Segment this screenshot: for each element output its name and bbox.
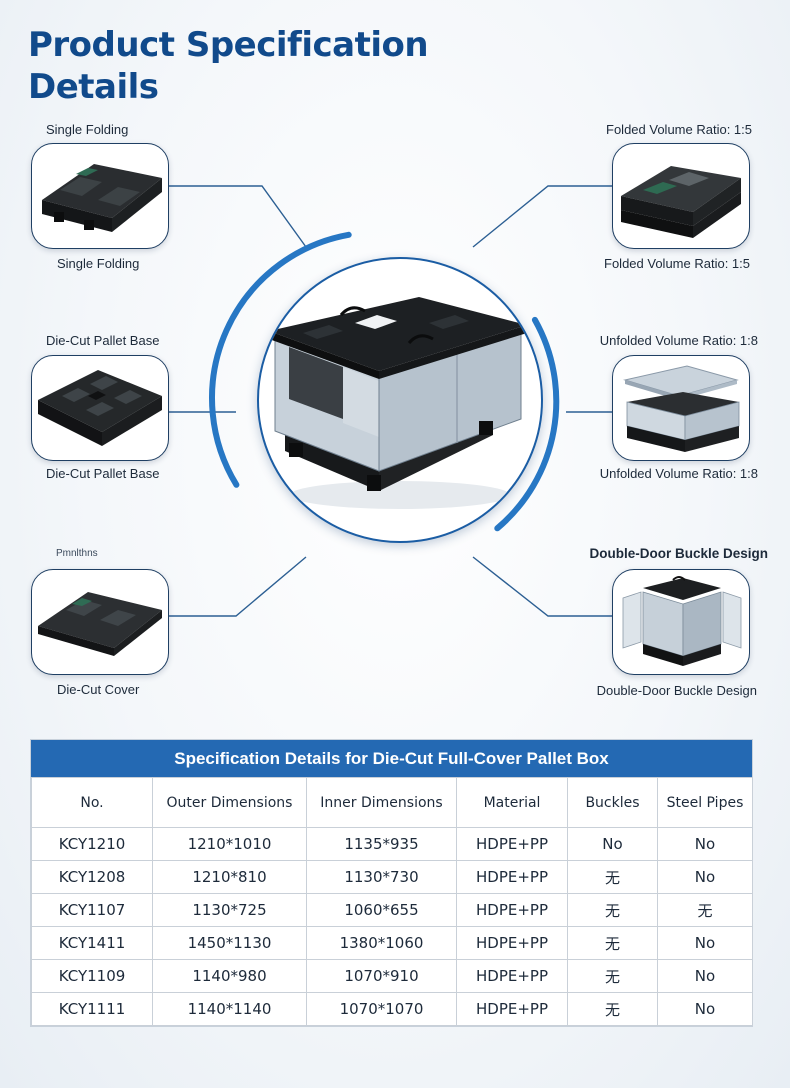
cell-outer: 1130*725 bbox=[152, 893, 307, 927]
cover-label-top: Pmnlthns bbox=[56, 548, 98, 559]
cell-no: KCY1111 bbox=[31, 992, 153, 1026]
table-row: KCY1107 1130*725 1060*655 HDPE+PP 无 无 bbox=[31, 893, 753, 927]
page-title-line-1: Product Specification bbox=[28, 25, 429, 65]
header-material: Material bbox=[456, 777, 568, 828]
cell-outer: 1450*1130 bbox=[152, 926, 307, 960]
double-door-label-top: Double-Door Buckle Design bbox=[589, 546, 768, 561]
pallet-base-label-bottom: Die-Cut Pallet Base bbox=[46, 466, 160, 481]
single-folding-label-bottom: Single Folding bbox=[57, 256, 140, 271]
cell-inner: 1070*1070 bbox=[306, 992, 457, 1026]
folded-ratio-label-bottom: Folded Volume Ratio: 1:5 bbox=[604, 256, 750, 271]
cell-material: HDPE+PP bbox=[456, 860, 568, 894]
folded-ratio-label-top: Folded Volume Ratio: 1:5 bbox=[606, 122, 752, 137]
cell-buckles: 无 bbox=[567, 860, 658, 894]
table-row: KCY1111 1140*1140 1070*1070 HDPE+PP 无 No bbox=[31, 992, 753, 1026]
cell-steel-pipes: No bbox=[657, 860, 753, 894]
cell-steel-pipes: 无 bbox=[657, 893, 753, 927]
cell-buckles: 无 bbox=[567, 926, 658, 960]
cell-steel-pipes: No bbox=[657, 926, 753, 960]
pallet-base-label-top: Die-Cut Pallet Base bbox=[46, 333, 160, 348]
cell-inner: 1130*730 bbox=[306, 860, 457, 894]
header-buckles: Buckles bbox=[567, 777, 658, 828]
pallet-base-image bbox=[31, 355, 169, 461]
cell-steel-pipes: No bbox=[657, 959, 753, 993]
header-no: No. bbox=[31, 777, 153, 828]
cell-no: KCY1208 bbox=[31, 860, 153, 894]
cell-inner: 1070*910 bbox=[306, 959, 457, 993]
header-outer-dimensions: Outer Dimensions bbox=[152, 777, 307, 828]
spec-table-grid: No. Outer Dimensions Inner Dimensions Ma… bbox=[31, 777, 753, 1026]
table-row: KCY1210 1210*1010 1135*935 HDPE+PP No No bbox=[31, 827, 753, 861]
unfolded-ratio-label-top: Unfolded Volume Ratio: 1:8 bbox=[599, 333, 758, 348]
spec-table: Specification Details for Die-Cut Full-C… bbox=[30, 739, 753, 1027]
cell-no: KCY1210 bbox=[31, 827, 153, 861]
cell-inner: 1135*935 bbox=[306, 827, 457, 861]
main-product-image bbox=[257, 257, 543, 543]
cell-outer: 1210*1010 bbox=[152, 827, 307, 861]
cell-material: HDPE+PP bbox=[456, 926, 568, 960]
cell-outer: 1140*980 bbox=[152, 959, 307, 993]
single-folding-image bbox=[31, 143, 169, 249]
table-header-row: No. Outer Dimensions Inner Dimensions Ma… bbox=[31, 777, 753, 828]
table-row: KCY1411 1450*1130 1380*1060 HDPE+PP 无 No bbox=[31, 926, 753, 960]
unfolded-ratio-label-bottom: Unfolded Volume Ratio: 1:8 bbox=[599, 466, 758, 481]
page-title: Product Specification Details bbox=[28, 24, 429, 108]
page-title-line-2: Details bbox=[28, 67, 159, 107]
spec-table-title: Specification Details for Die-Cut Full-C… bbox=[31, 740, 752, 777]
cell-no: KCY1411 bbox=[31, 926, 153, 960]
cell-material: HDPE+PP bbox=[456, 992, 568, 1026]
cell-inner: 1060*655 bbox=[306, 893, 457, 927]
cell-buckles: 无 bbox=[567, 959, 658, 993]
cell-steel-pipes: No bbox=[657, 992, 753, 1026]
cell-buckles: No bbox=[567, 827, 658, 861]
table-row: KCY1208 1210*810 1130*730 HDPE+PP 无 No bbox=[31, 860, 753, 894]
double-door-image bbox=[612, 569, 750, 675]
table-row: KCY1109 1140*980 1070*910 HDPE+PP 无 No bbox=[31, 959, 753, 993]
single-folding-label-top: Single Folding bbox=[46, 122, 129, 137]
cell-buckles: 无 bbox=[567, 893, 658, 927]
cover-label-bottom: Die-Cut Cover bbox=[57, 682, 140, 697]
cell-material: HDPE+PP bbox=[456, 827, 568, 861]
folded-ratio-image bbox=[612, 143, 750, 249]
header-steel-pipes: Steel Pipes bbox=[657, 777, 753, 828]
header-inner-dimensions: Inner Dimensions bbox=[306, 777, 457, 828]
cell-outer: 1140*1140 bbox=[152, 992, 307, 1026]
cell-outer: 1210*810 bbox=[152, 860, 307, 894]
cell-no: KCY1109 bbox=[31, 959, 153, 993]
cell-material: HDPE+PP bbox=[456, 893, 568, 927]
cell-steel-pipes: No bbox=[657, 827, 753, 861]
cell-inner: 1380*1060 bbox=[306, 926, 457, 960]
cover-image bbox=[31, 569, 169, 675]
cell-buckles: 无 bbox=[567, 992, 658, 1026]
unfolded-ratio-image bbox=[612, 355, 750, 461]
cell-material: HDPE+PP bbox=[456, 959, 568, 993]
cell-no: KCY1107 bbox=[31, 893, 153, 927]
connector-lines bbox=[168, 185, 612, 617]
double-door-label-bottom: Double-Door Buckle Design bbox=[596, 683, 757, 698]
